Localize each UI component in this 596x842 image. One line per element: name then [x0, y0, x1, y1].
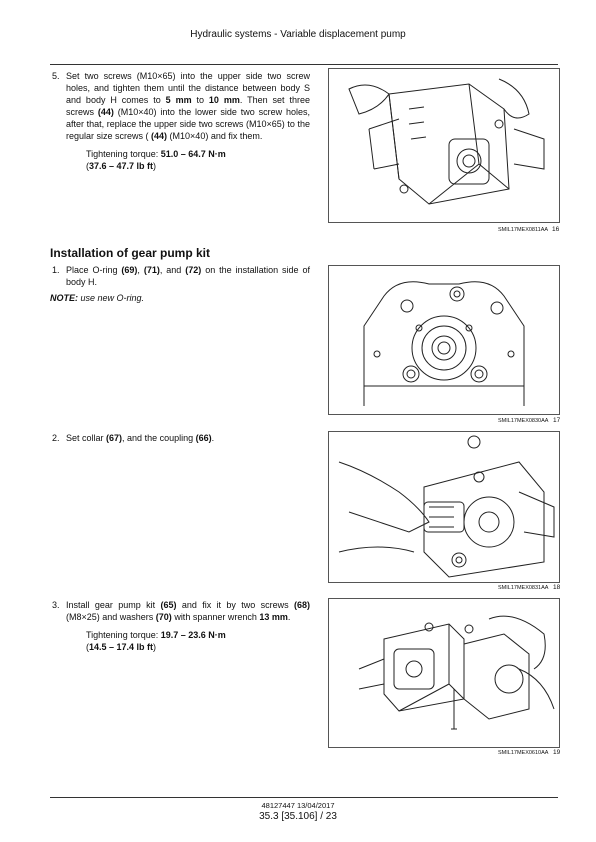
- step-text: . Then set three screws: [66, 95, 310, 117]
- step-number: 2.: [52, 433, 60, 443]
- step-text: Set collar: [66, 433, 107, 443]
- torque-spec: Tightening torque: 51.0 – 64.7 N·m (37.6…: [50, 148, 310, 172]
- part-ref: (44): [151, 131, 168, 141]
- step-number: 1.: [52, 265, 60, 275]
- torque-label: Tightening torque:: [86, 630, 161, 640]
- step-text: (M10×40) into the lower side two screw h…: [66, 107, 310, 141]
- note: NOTE: use new O-ring.: [50, 292, 310, 304]
- figure-number: 16: [552, 226, 560, 233]
- gear-pump-kit-illustration: [358, 615, 555, 730]
- torque-lbft: 37.6 – 47.7 lb ft: [89, 161, 154, 171]
- header-divider: [50, 64, 558, 65]
- step-text: , and the coupling: [122, 433, 196, 443]
- footer-divider: [50, 797, 558, 798]
- step-text: Set two screws (M10×65) into the upper s…: [66, 71, 310, 105]
- step-text: with spanner wrench: [171, 612, 260, 622]
- step-text: ,: [137, 265, 144, 275]
- footer-page-number: 35.3 [35.106] / 23: [259, 811, 337, 822]
- step-text: Install gear pump kit: [66, 600, 161, 610]
- bold-value: 10 mm: [208, 95, 240, 105]
- step-number: 5.: [52, 71, 60, 81]
- note-text: use new O-ring.: [78, 293, 145, 303]
- step-3: 3. Install gear pump kit (65) and fix it…: [50, 599, 310, 653]
- step-2: 2. Set collar (67), and the coupling (66…: [50, 432, 310, 444]
- paren: (: [86, 642, 89, 652]
- bold-value: 13 mm: [259, 612, 288, 622]
- part-ref: (70): [155, 612, 172, 622]
- step-5: 5. Set two screws (M10×65) into the uppe…: [50, 70, 310, 172]
- figure-16: [328, 68, 560, 223]
- part-ref: (71): [143, 265, 160, 275]
- torque-lbft: 14.5 – 17.4 lb ft: [89, 642, 154, 652]
- torque-nm: 19.7 – 23.6 N·m: [160, 630, 226, 640]
- paren: ): [153, 161, 157, 171]
- step-text: to: [191, 95, 209, 105]
- section-title: Installation of gear pump kit: [50, 246, 211, 260]
- step-number: 3.: [52, 600, 60, 610]
- part-ref: (66): [195, 433, 212, 443]
- step-text: on the installation side of body H.: [66, 265, 310, 287]
- figure-number: 19: [553, 749, 561, 756]
- figure-number: 18: [553, 584, 561, 591]
- part-ref: (67): [106, 433, 123, 443]
- part-ref: (44): [97, 107, 114, 117]
- pump-body-illustration: [348, 78, 545, 205]
- step-text: (M10×40) and fix them.: [167, 131, 263, 141]
- footer-doc-id: 48127447 13/04/2017: [261, 801, 335, 810]
- step-text: (M8×25) and washers: [66, 612, 156, 622]
- step-text: .: [211, 433, 215, 443]
- bold-value: 5 mm: [165, 95, 192, 105]
- torque-label: Tightening torque:: [86, 149, 161, 159]
- step-text: .: [287, 612, 291, 622]
- figure-number: 17: [553, 417, 561, 424]
- torque-spec: Tightening torque: 19.7 – 23.6 N·m (14.5…: [50, 629, 310, 653]
- part-ref: (69): [121, 265, 138, 275]
- collar-coupling-illustration: [338, 435, 555, 578]
- part-ref: (72): [185, 265, 202, 275]
- part-ref: (65): [160, 600, 177, 610]
- page-header-title: Hydraulic systems - Variable displacemen…: [190, 29, 406, 40]
- part-ref: (68): [293, 600, 310, 610]
- figure-17: [328, 265, 560, 415]
- step-text: , and: [159, 265, 186, 275]
- step-text: Place O-ring: [66, 265, 122, 275]
- figure-18: [328, 431, 560, 583]
- figure-code: SMIL17MEX0831AA: [498, 585, 549, 591]
- note-label: NOTE:: [50, 293, 78, 303]
- step-1: 1. Place O-ring (69), (71), and (72) on …: [50, 264, 310, 304]
- step-text: and fix it by two screws: [176, 600, 294, 610]
- torque-nm: 51.0 – 64.7 N·m: [160, 149, 226, 159]
- figure-19: [328, 598, 560, 748]
- paren: (: [86, 161, 89, 171]
- figure-code: SMIL17MEX0811AA: [498, 227, 549, 233]
- figure-code: SMIL17MEX0610AA: [498, 750, 549, 756]
- figure-code: SMIL17MEX0830AA: [498, 418, 549, 424]
- pump-face-illustration: [363, 281, 525, 406]
- paren: ): [153, 642, 157, 652]
